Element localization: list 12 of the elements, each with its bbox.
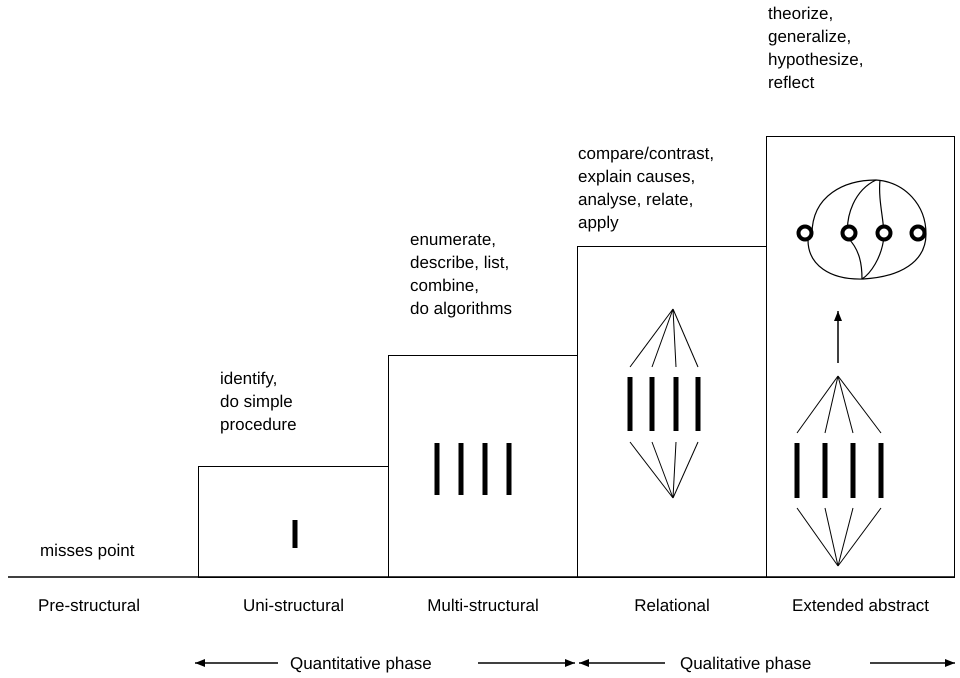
- level-name: Multi-structural: [426, 596, 540, 616]
- phase-label: Quantitative phase: [290, 654, 432, 674]
- level-name: Uni-structural: [242, 596, 346, 616]
- level-name: Extended abstract: [790, 596, 930, 616]
- level-description: misses point: [40, 541, 134, 561]
- verb-list: identify, do simple procedure: [220, 367, 297, 436]
- phase-label: Qualitative phase: [680, 654, 812, 674]
- level-name: Pre-structural: [38, 596, 140, 616]
- verb-list: compare/contrast, explain causes, analyse, relate, apply: [578, 142, 714, 234]
- verb-list: theorize, generalize, hypothesize, reflect: [768, 2, 864, 94]
- verb-list: enumerate, describe, list, combine, do algorithms: [410, 228, 512, 320]
- level-name: Relational: [633, 596, 711, 616]
